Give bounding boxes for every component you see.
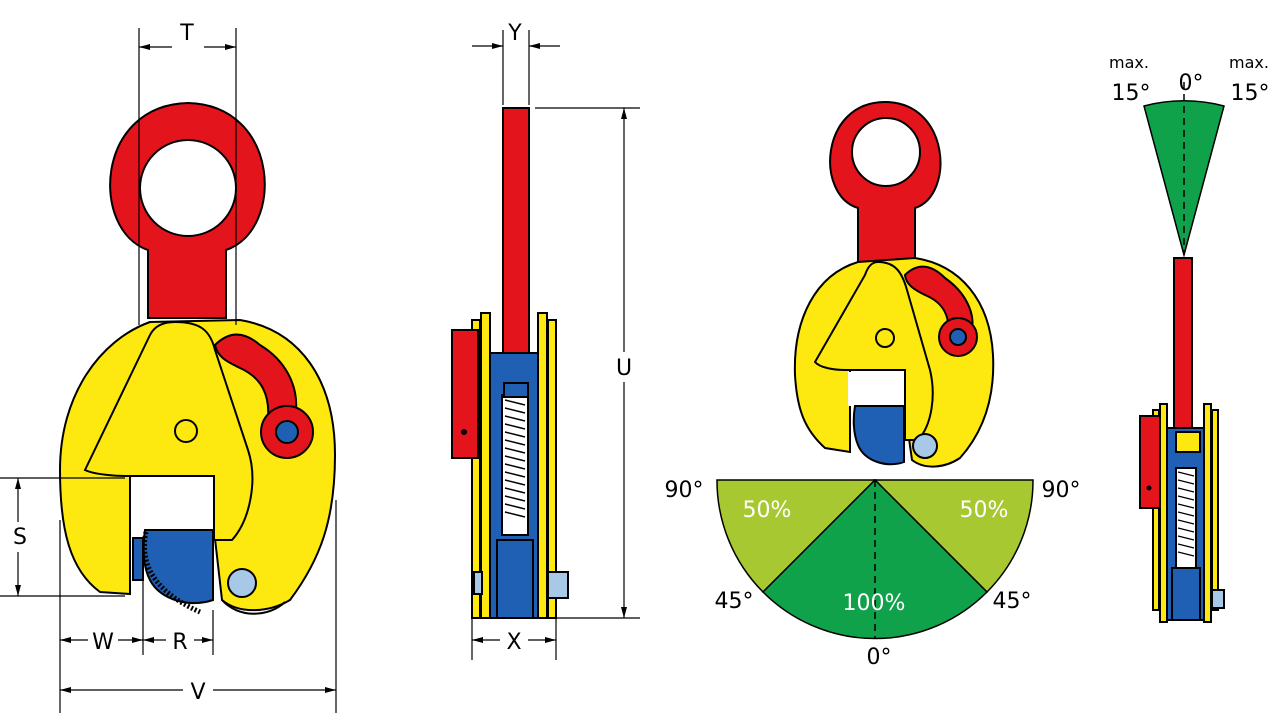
front-blue-cam <box>142 529 214 605</box>
tilt-angle-center: 0° <box>1179 71 1204 96</box>
side-red-handle <box>451 329 479 459</box>
dim-label-w: W <box>92 630 114 655</box>
dim-label-x: X <box>506 630 521 655</box>
angle-label-90-left: 90° <box>665 478 704 503</box>
tilt-max-left: max. <box>1109 53 1149 72</box>
load-angle-diagram: 90° 90° 45° 45° 0° 50% 50% 100% <box>665 100 1081 670</box>
dim-label-s: S <box>13 525 27 550</box>
front-cam-plate <box>83 320 254 541</box>
dim-label-y: Y <box>507 21 522 46</box>
dim-label-u: U <box>616 356 632 381</box>
front-view-clamp <box>58 101 337 615</box>
side-bolt-right <box>547 571 569 599</box>
front-roller-rim <box>221 599 286 615</box>
sector-center-100 <box>761 478 989 640</box>
dim-label-r: R <box>172 630 187 655</box>
side-yellow-plate-right <box>537 312 548 619</box>
side-spring <box>504 399 526 518</box>
side-dimensions: Y U X <box>471 21 640 660</box>
side-bolt-left <box>473 571 483 595</box>
sector-left-50 <box>716 479 877 594</box>
side-handle-pin <box>461 429 467 435</box>
front-dimensions: T S W R V <box>0 21 337 713</box>
angle-label-45-left: 45° <box>715 589 754 614</box>
side-red-bar <box>502 107 530 354</box>
dim-label-t: T <box>179 21 194 46</box>
front-jaw-opening <box>133 478 213 530</box>
tilt-diagram: max. max. 15° 0° 15° <box>1109 53 1270 623</box>
side-spring-cap <box>503 382 529 398</box>
capacity-label-right: 50% <box>960 498 1009 523</box>
front-shackle-eye <box>109 101 266 319</box>
angle-label-45-right: 45° <box>993 589 1032 614</box>
capacity-label-center: 100% <box>843 591 906 616</box>
capacity-label-left: 50% <box>743 498 792 523</box>
sector-right-50 <box>873 479 1034 594</box>
tilt-side-clamp <box>1139 257 1225 623</box>
tilt-angle-right: 15° <box>1231 81 1270 106</box>
angle-label-90-right: 90° <box>1042 478 1081 503</box>
tilt-angle-left: 15° <box>1112 81 1151 106</box>
angle-label-0: 0° <box>867 645 892 670</box>
tilt-max-right: max. <box>1229 53 1269 72</box>
dim-label-v: V <box>190 680 205 705</box>
side-view-clamp <box>451 107 569 619</box>
capacity-sectors <box>716 478 1034 640</box>
front-pivot-hole <box>174 419 198 443</box>
front-roller <box>227 568 257 598</box>
front-lever-pin <box>275 420 299 444</box>
front-small-jaw-pad <box>132 537 144 581</box>
side-blue-foot <box>496 539 534 619</box>
angle-clamp <box>793 100 995 468</box>
front-cam-teeth <box>141 531 202 615</box>
